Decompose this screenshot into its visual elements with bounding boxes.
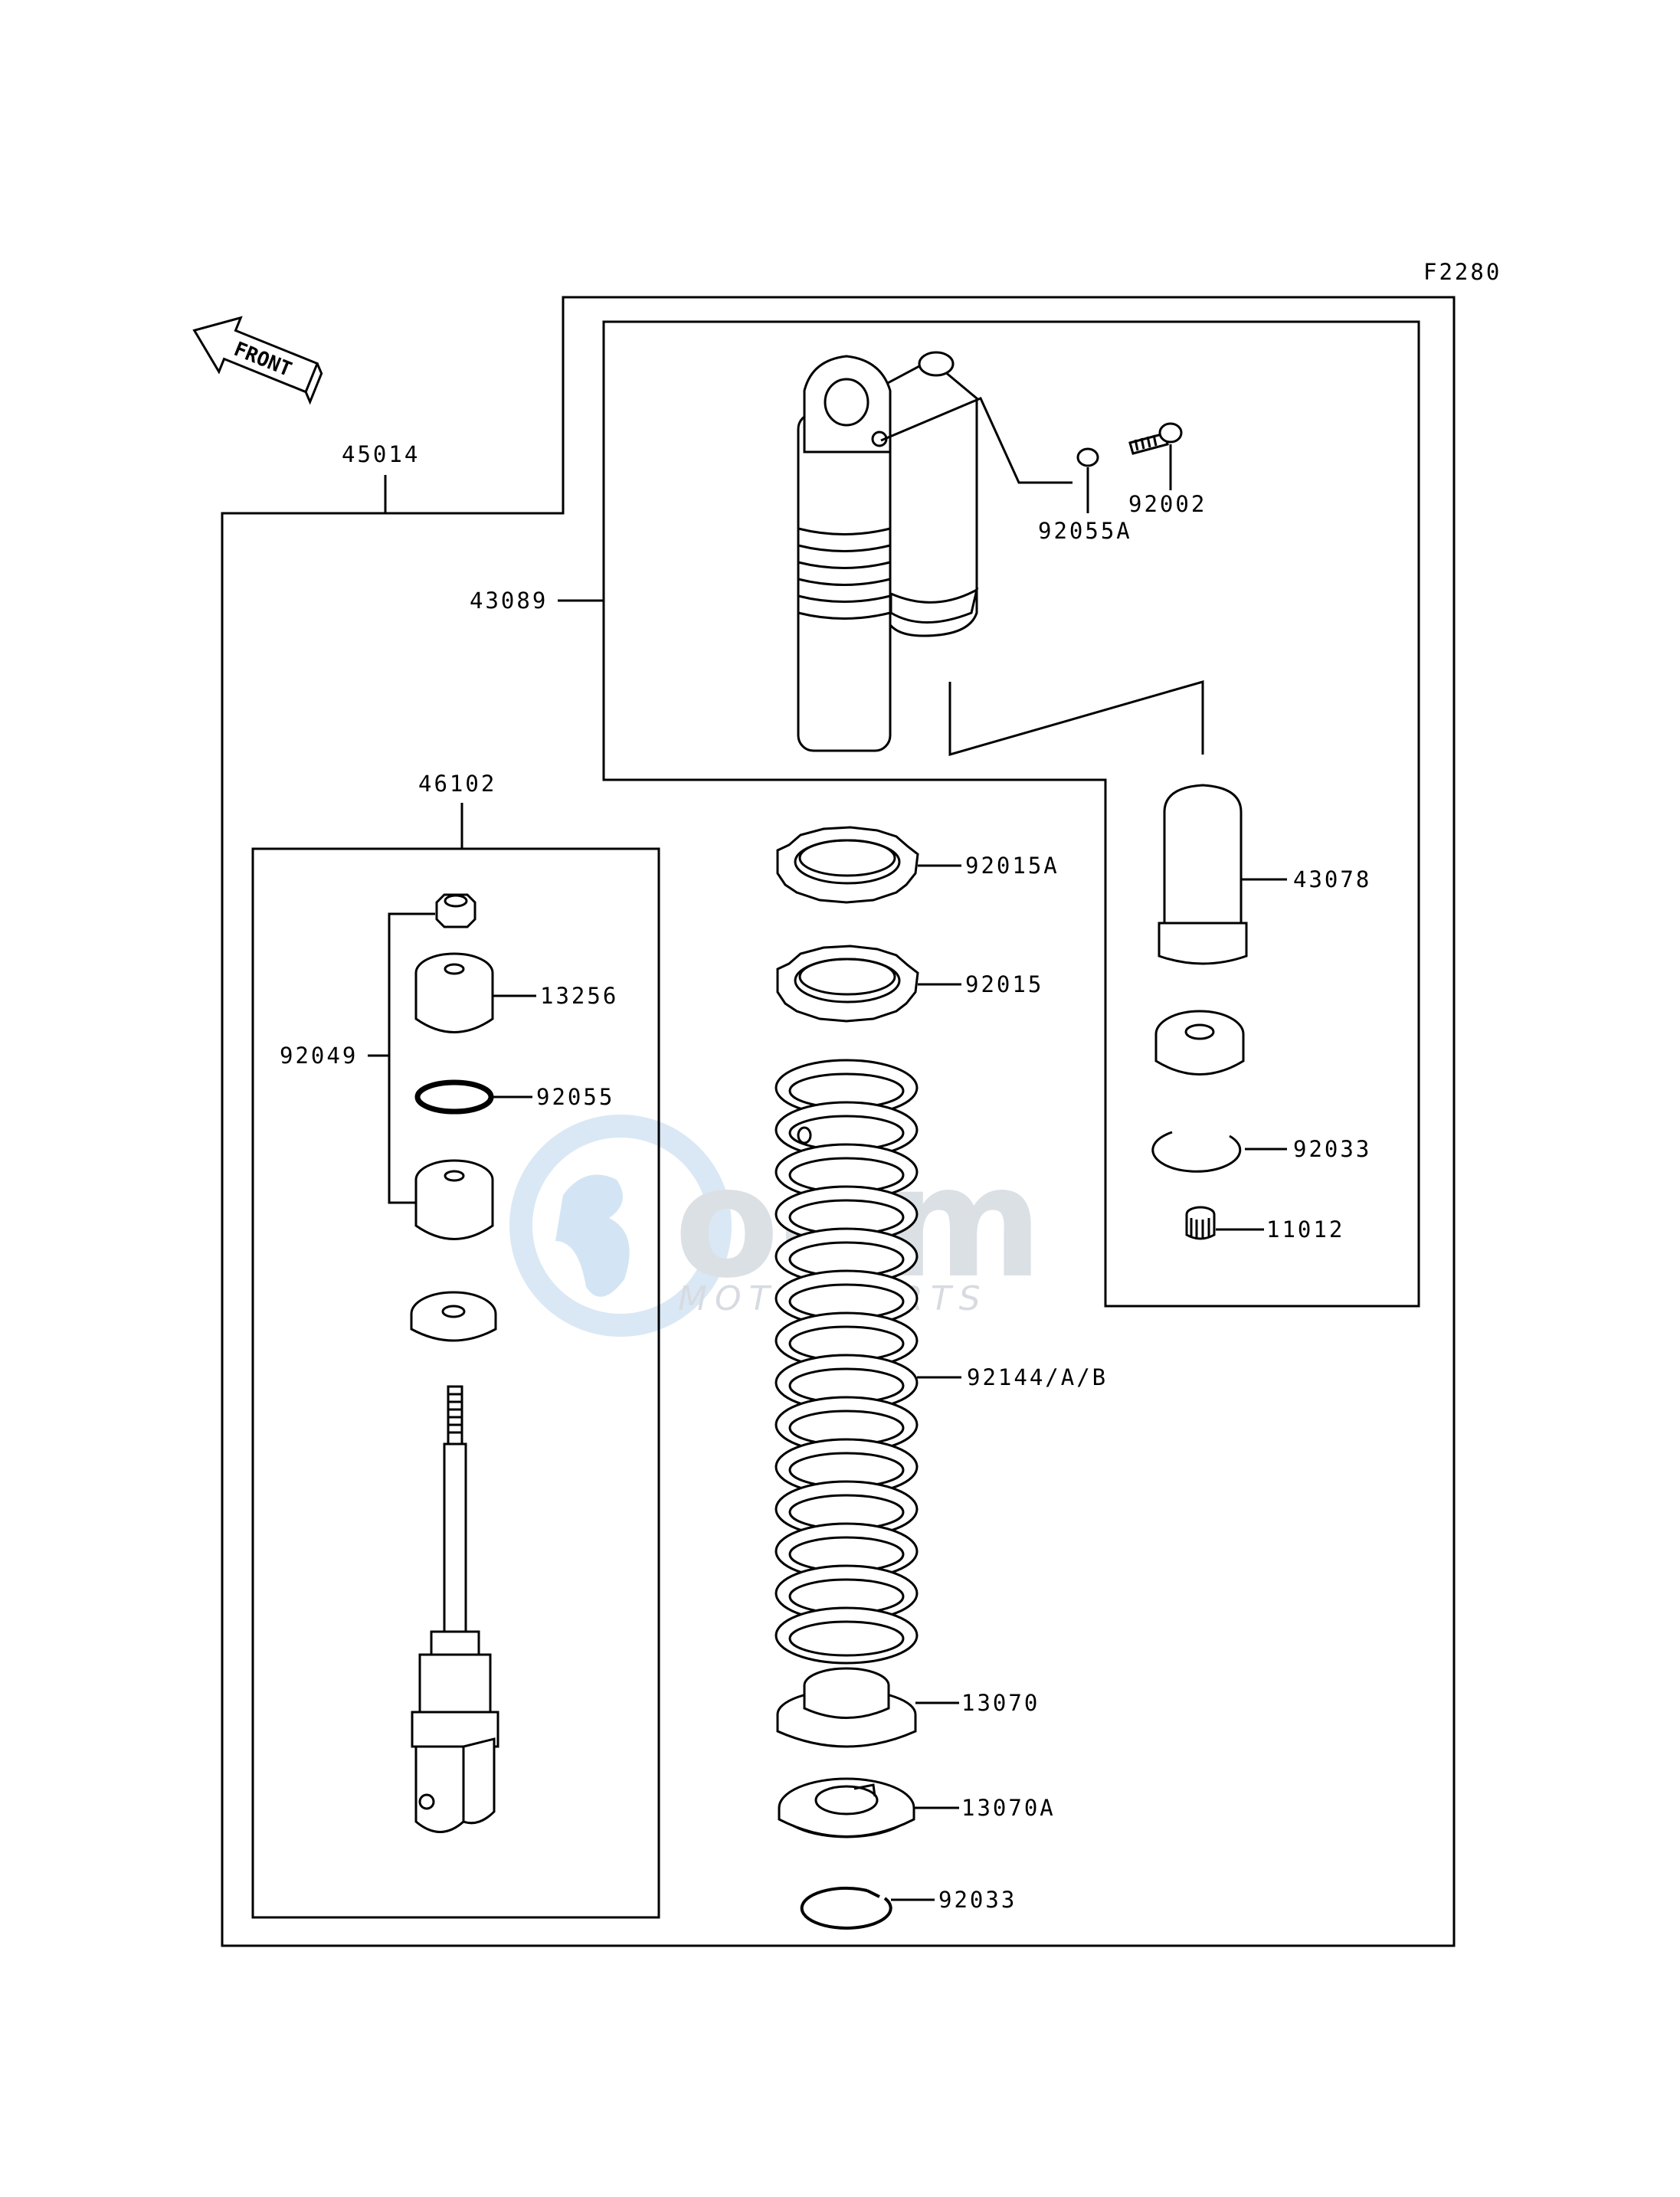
part-92055A-washer xyxy=(1076,447,1099,467)
reservoir-cap xyxy=(1154,1010,1245,1076)
label-92015: 92015 xyxy=(965,971,1043,997)
shock-absorber-body xyxy=(797,351,979,752)
spring-coil-inner xyxy=(788,1620,905,1657)
label-92002: 92002 xyxy=(1128,491,1207,517)
label-13256: 13256 xyxy=(540,983,618,1009)
label-43078: 43078 xyxy=(1293,866,1371,892)
label-45014: 45014 xyxy=(342,441,420,467)
label-13070: 13070 xyxy=(961,1690,1040,1716)
assembly-46102-outline xyxy=(251,847,660,1919)
part-92015-adjuster-nut xyxy=(776,945,919,1023)
rod-seal xyxy=(414,1159,494,1240)
assembly-45014-outline xyxy=(221,296,1456,1947)
spring-end-hole xyxy=(797,1126,812,1144)
part-92033-circlip-bottom xyxy=(800,1886,892,1930)
label-92144: 92144/A/B xyxy=(967,1364,1108,1390)
label-92033-right: 92033 xyxy=(1293,1136,1371,1162)
piston-rod xyxy=(411,1385,499,1833)
assembly-43089-outline xyxy=(602,320,1420,1308)
label-46102: 46102 xyxy=(418,771,496,797)
part-92002-bolt xyxy=(1128,422,1183,455)
leader-92055A xyxy=(880,397,1073,484)
part-13070-spring-seat xyxy=(776,1667,917,1748)
rod-washer xyxy=(410,1291,497,1342)
label-92049: 92049 xyxy=(280,1043,358,1069)
label-13070A: 13070A xyxy=(961,1795,1056,1821)
watermark-continents xyxy=(555,1174,630,1297)
figure-code: F2280 xyxy=(1423,259,1502,285)
part-92033-circlip-right xyxy=(1151,1131,1242,1173)
label-92015A: 92015A xyxy=(965,853,1059,879)
watermark-globe-icon xyxy=(509,1115,732,1337)
part-13256-bump-rubber xyxy=(414,952,494,1033)
front-arrow-icon: FRONT xyxy=(192,316,323,405)
label-11012: 11012 xyxy=(1266,1216,1344,1243)
label-43089: 43089 xyxy=(470,588,548,614)
part-92055-o-ring xyxy=(414,1079,494,1115)
bracket-92049 xyxy=(368,912,435,1204)
label-92055: 92055 xyxy=(536,1084,614,1110)
label-92033-bottom: 92033 xyxy=(938,1887,1017,1913)
part-13070A-seat-stopper xyxy=(778,1777,915,1838)
part-43078-reservoir-bladder xyxy=(1158,784,1248,965)
part-92015A-lock-nut xyxy=(776,826,919,904)
label-92055A: 92055A xyxy=(1038,518,1132,544)
reservoir-connector-line xyxy=(948,680,1204,756)
part-11012-bushing xyxy=(1185,1206,1216,1240)
part-92144-spring xyxy=(775,1059,919,1665)
rod-nut xyxy=(435,893,476,928)
